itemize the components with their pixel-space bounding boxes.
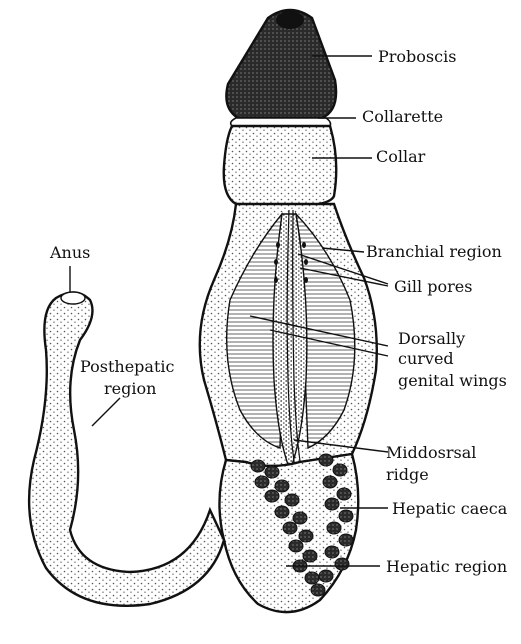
label-ridge-1: Middosrsal — [386, 443, 476, 462]
label-gill-pores: Gill pores — [394, 277, 472, 296]
label-collarette: Collarette — [362, 107, 443, 126]
anus-opening — [61, 292, 85, 304]
label-genital-wings-3: genital wings — [398, 371, 507, 390]
label-posthepatic-2: region — [104, 379, 156, 398]
label-ridge-2: ridge — [386, 465, 429, 484]
label-proboscis: Proboscis — [378, 47, 456, 66]
label-genital-wings-1: Dorsally — [398, 329, 465, 348]
label-hepatic-caeca: Hepatic caeca — [392, 499, 508, 518]
label-hepatic-region: Hepatic region — [386, 557, 507, 576]
label-anus: Anus — [49, 243, 90, 262]
label-collar: Collar — [376, 147, 426, 166]
collar-shape — [224, 126, 337, 206]
label-branchial-region: Branchial region — [366, 242, 502, 261]
posthepatic-region-shape — [29, 292, 224, 605]
label-genital-wings-2: curved — [398, 349, 454, 368]
label-posthepatic-1: Posthepatic — [80, 357, 174, 376]
proboscis-tip — [276, 11, 304, 29]
